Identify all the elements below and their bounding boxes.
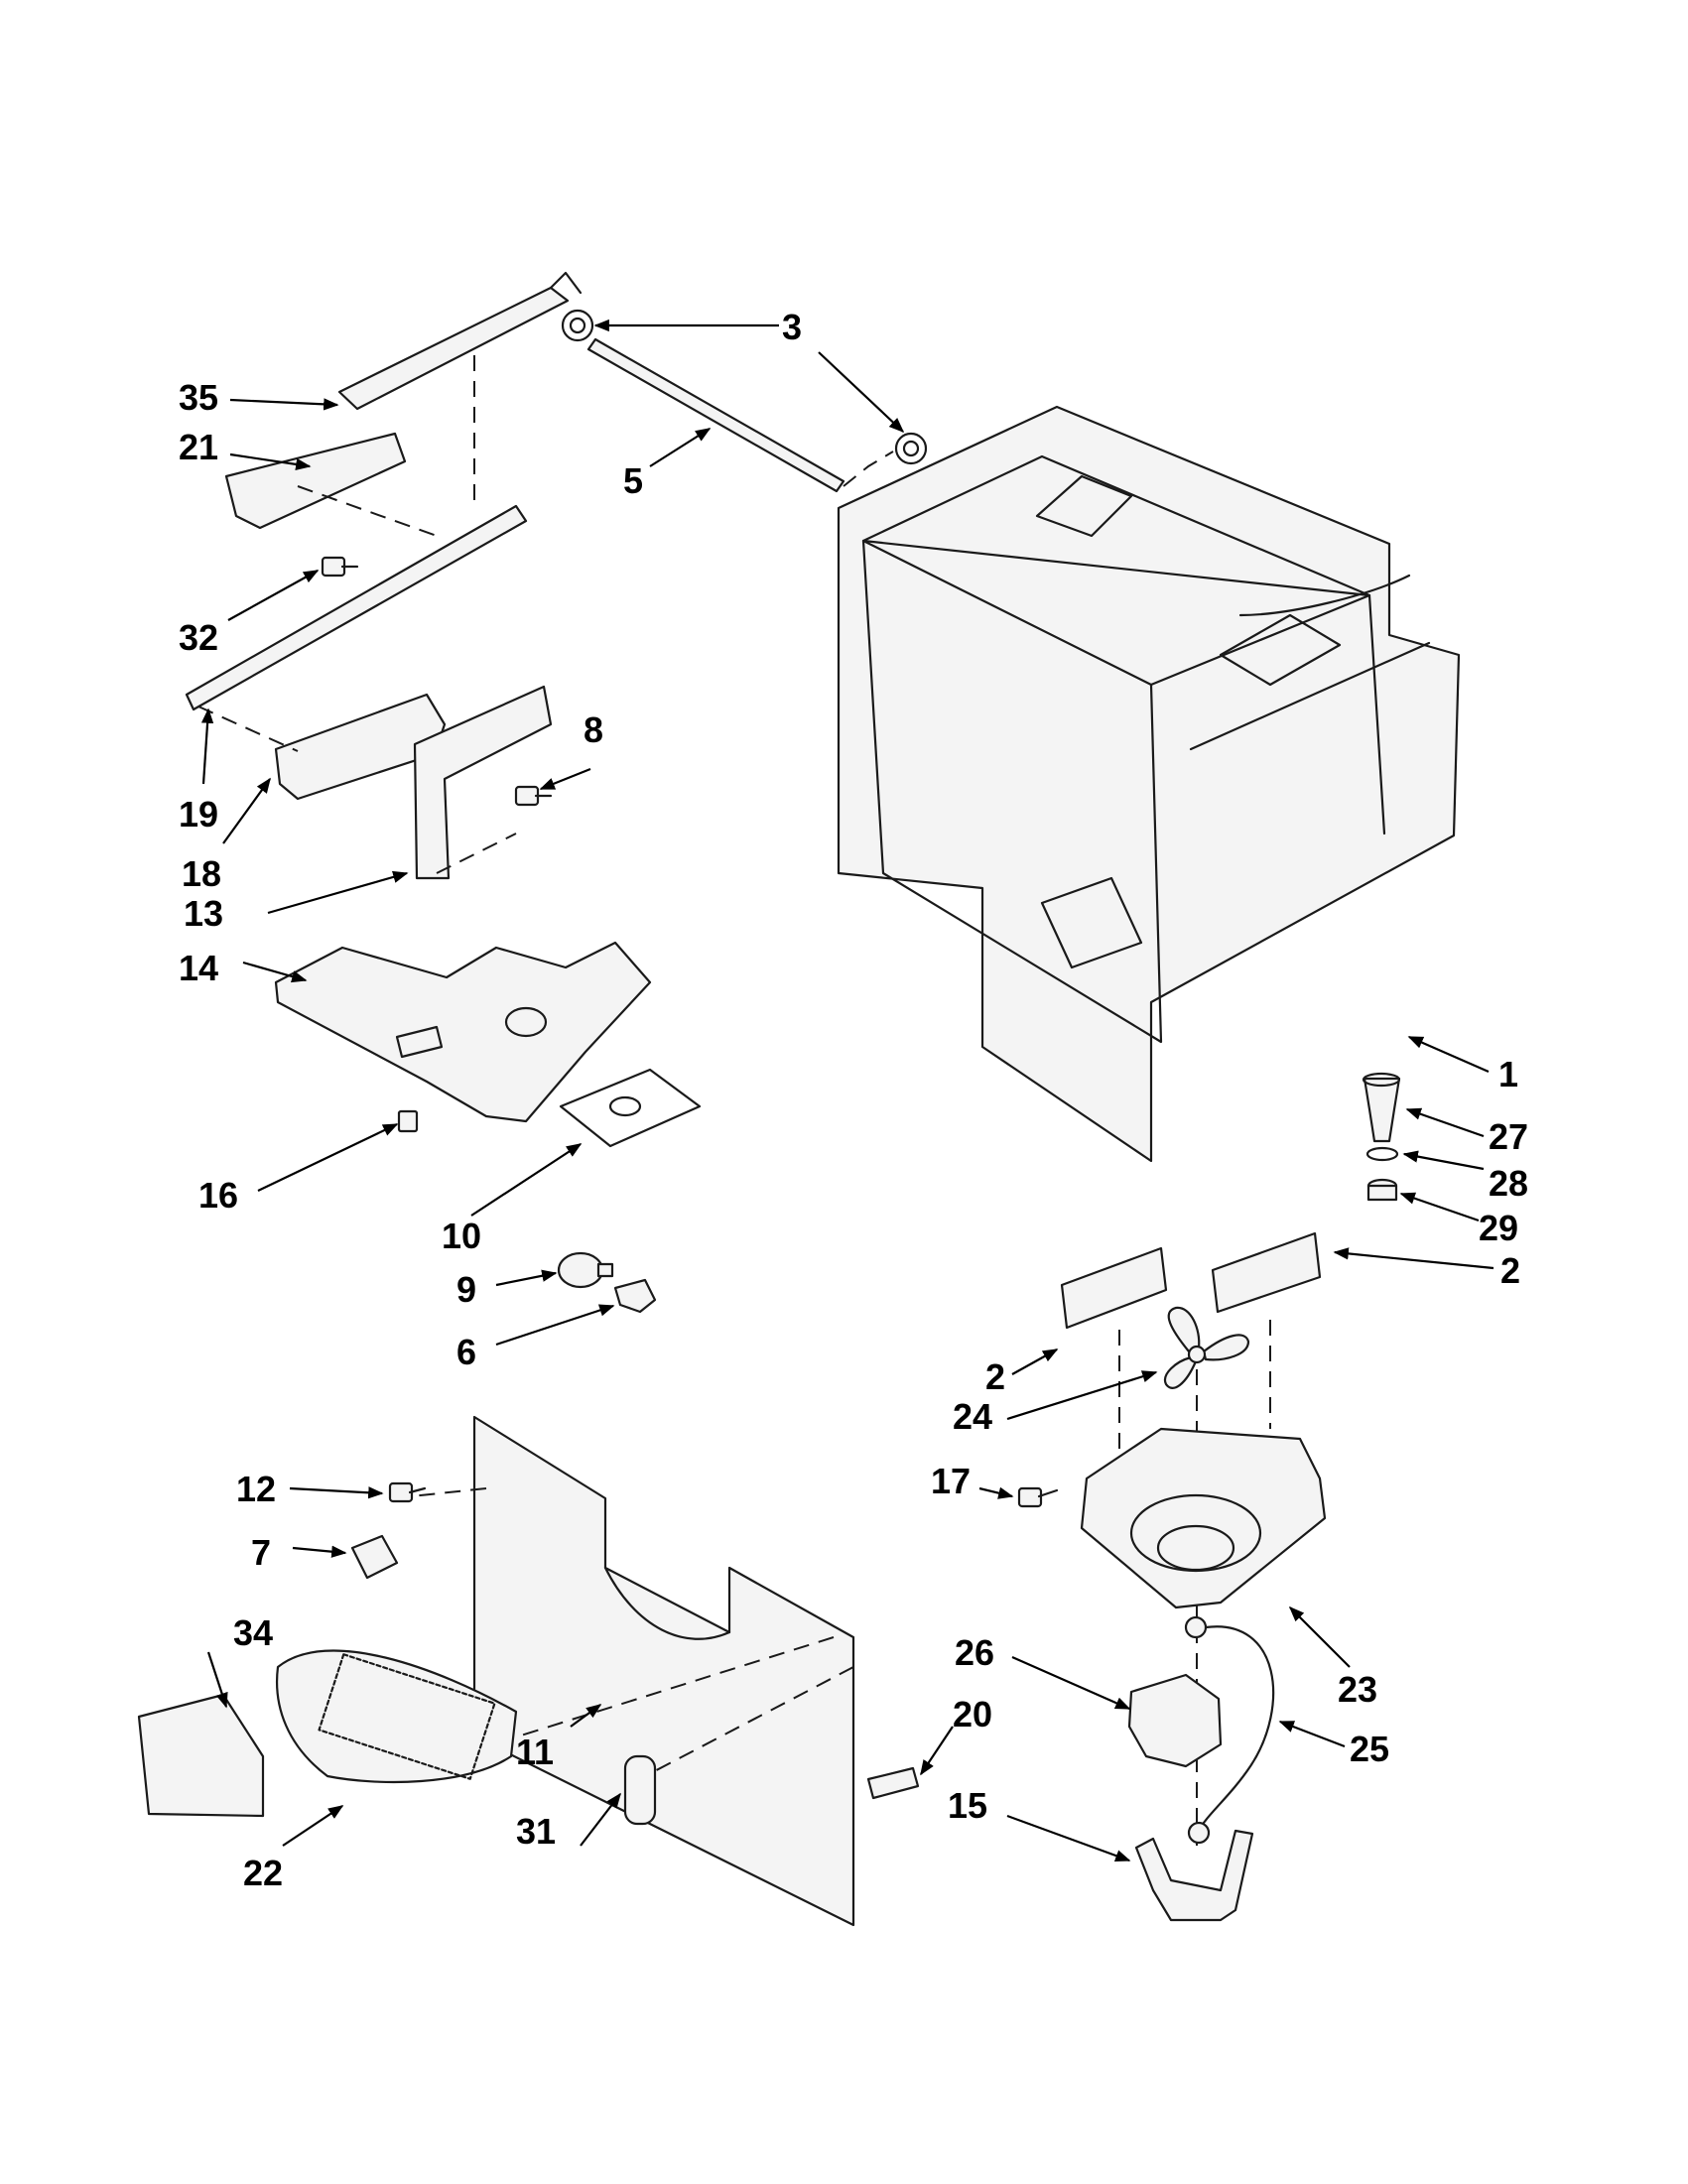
fan-shroud-23 — [1080, 1427, 1327, 1609]
callout-11: 11 — [516, 1732, 554, 1772]
rail-19 — [185, 355, 528, 711]
callout-15: 15 — [948, 1785, 987, 1826]
callout-10: 10 — [442, 1216, 481, 1256]
callout-labels: 1 2 2 3 5 6 7 8 9 10 11 12 13 14 15 16 1… — [179, 307, 1528, 1893]
gasket-strip-20 — [866, 1766, 920, 1800]
callout-35: 35 — [179, 377, 218, 418]
callout-16: 16 — [198, 1175, 238, 1216]
clip-31 — [623, 1754, 657, 1826]
label-10 — [559, 1068, 702, 1148]
callout-19: 19 — [179, 794, 218, 835]
socket-6 — [613, 1278, 657, 1314]
bracket-18 — [197, 693, 447, 801]
callout-17: 17 — [931, 1461, 971, 1501]
callout-34: 34 — [233, 1612, 273, 1653]
cover-34 — [137, 1693, 265, 1818]
callout-24: 24 — [953, 1396, 992, 1437]
bracket-21 — [224, 432, 438, 537]
o-ring-28 — [1365, 1146, 1399, 1162]
callout-2b: 2 — [985, 1356, 1005, 1397]
fan-blade-24 — [1163, 1306, 1250, 1389]
bracket-13 — [413, 685, 553, 880]
drain-plug-29 — [1366, 1178, 1398, 1202]
callout-27: 27 — [1489, 1116, 1528, 1157]
motor-bracket-15 — [1134, 1821, 1254, 1922]
drain-cup-27 — [1362, 1072, 1401, 1143]
light-housing-14 — [274, 941, 652, 1123]
callout-14: 14 — [179, 948, 218, 988]
callout-32: 32 — [179, 617, 218, 658]
callout-1: 1 — [1498, 1054, 1518, 1094]
screw-32 — [321, 556, 359, 578]
shaft-5 — [586, 337, 894, 493]
callout-5: 5 — [623, 460, 643, 501]
gear-3a — [561, 309, 594, 342]
callout-28: 28 — [1489, 1163, 1528, 1204]
callout-25: 25 — [1350, 1729, 1389, 1769]
wire-harness-25 — [1197, 1625, 1275, 1833]
callout-7: 7 — [251, 1532, 271, 1573]
insulation-pad-2a — [1060, 1246, 1168, 1330]
freezer-liner — [837, 405, 1461, 1163]
slide-rail-35 — [337, 271, 583, 411]
callout-12: 12 — [236, 1469, 276, 1509]
callout-22: 22 — [243, 1853, 283, 1893]
callout-13: 13 — [184, 893, 223, 934]
callout-20: 20 — [953, 1694, 992, 1734]
callout-9: 9 — [456, 1269, 476, 1310]
light-bulb-9 — [557, 1251, 614, 1289]
callout-29: 29 — [1479, 1208, 1518, 1248]
callout-23: 23 — [1338, 1669, 1377, 1710]
screw-17 — [1017, 1486, 1059, 1508]
callout-18: 18 — [182, 853, 221, 894]
rear-panel-11 — [391, 1415, 855, 1927]
callout-3: 3 — [782, 307, 802, 347]
retainer-7 — [350, 1534, 399, 1580]
leader-lines — [200, 319, 1494, 1863]
insulation-pad-2b — [1211, 1231, 1322, 1314]
fan-motor-26 — [1127, 1615, 1223, 1768]
callout-26: 26 — [955, 1632, 994, 1673]
grille-22 — [276, 1649, 518, 1784]
callout-8: 8 — [584, 709, 603, 750]
screw-12 — [388, 1481, 427, 1503]
callout-21: 21 — [179, 427, 218, 467]
callout-2a: 2 — [1500, 1250, 1520, 1291]
clip-16 — [397, 1109, 419, 1133]
callout-31: 31 — [516, 1811, 556, 1852]
gear-3b — [894, 432, 928, 465]
screw-8 — [514, 785, 553, 807]
callout-6: 6 — [456, 1332, 476, 1372]
